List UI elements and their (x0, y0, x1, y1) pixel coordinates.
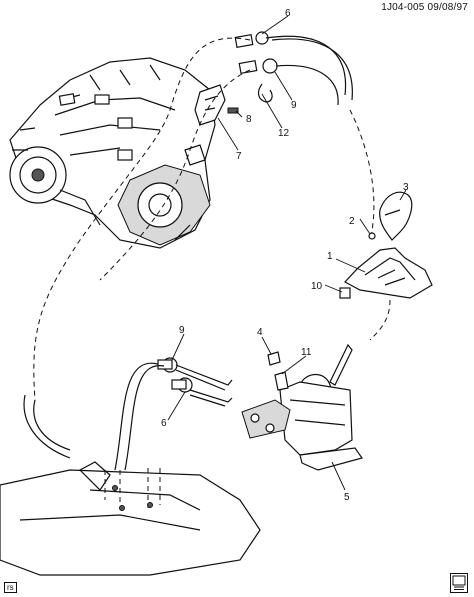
callout-10: 10 (311, 281, 323, 292)
transaxle-assembly (9, 57, 216, 249)
leader-10 (324, 284, 343, 293)
cable-loop-left-a (33, 399, 71, 451)
cable-loop-left-b (23, 394, 71, 459)
callout-2: 2 (349, 216, 355, 227)
floor-panel (0, 461, 261, 576)
cable-route-dashed-4 (369, 299, 391, 341)
diagram-code: 1J04-005 09/08/97 (381, 2, 468, 13)
leader-1 (335, 258, 366, 273)
cable-route-dashed-1 (33, 37, 251, 401)
shifter-base-assembly (241, 343, 363, 471)
leader-3 (399, 189, 407, 201)
leader-4 (261, 336, 272, 355)
leader-11 (281, 355, 307, 375)
shift-cable-upper-b (271, 38, 353, 101)
callout-6-upper: 6 (285, 8, 291, 19)
leader-5 (331, 461, 346, 491)
callout-8: 8 (246, 114, 252, 125)
callout-12: 12 (278, 128, 290, 139)
callout-11: 11 (301, 347, 312, 358)
leader-12 (261, 93, 283, 129)
leader-6b (167, 391, 186, 421)
callout-9-upper: 9 (291, 100, 297, 111)
rs-badge: rs (4, 582, 17, 593)
cable-route-dashed-2 (99, 69, 251, 281)
leader-9b (171, 333, 185, 361)
leader-6a (261, 15, 289, 35)
callout-9-lower: 9 (179, 325, 185, 336)
callout-1: 1 (327, 251, 333, 262)
shift-knob-boot (339, 191, 433, 299)
cable-ends-lower (114, 357, 233, 471)
document-stamp-icon (450, 573, 468, 593)
callout-4: 4 (257, 327, 263, 338)
callout-7: 7 (236, 151, 242, 162)
select-cable-upper-a (275, 64, 339, 106)
leader-2 (359, 218, 371, 235)
leader-8 (235, 110, 243, 118)
leader-7 (217, 117, 239, 151)
leader-9a (274, 71, 293, 101)
callout-6-lower: 6 (161, 418, 167, 429)
callout-3: 3 (403, 182, 409, 193)
callout-5: 5 (344, 492, 350, 503)
cable-bracket-upper (194, 31, 278, 126)
cable-route-dashed-3 (349, 109, 375, 241)
